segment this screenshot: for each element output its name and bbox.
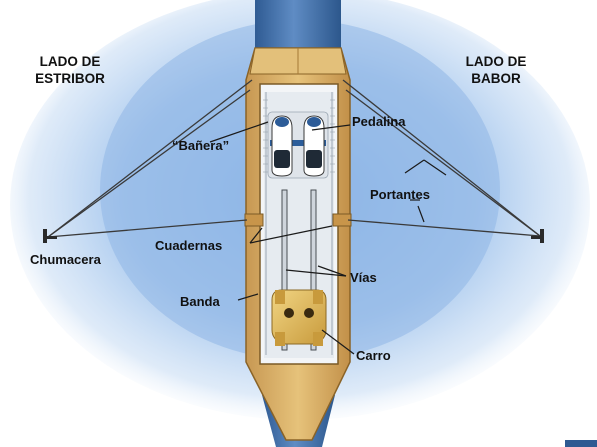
port-side-label-line1: LADO DE <box>466 54 527 69</box>
tracks-label: Vías <box>350 270 377 285</box>
riggers-label: Portantes <box>370 187 430 202</box>
cockpit-rails <box>265 92 333 355</box>
cockpit-scale-ticks <box>263 99 335 173</box>
starboard-side-label-line2: ESTRIBOR <box>35 71 105 86</box>
frames <box>244 213 352 227</box>
port-side-label-line2: BABOR <box>471 71 521 86</box>
riggers <box>47 79 541 238</box>
footrest-label: Pedalina <box>352 114 406 129</box>
left-shoe <box>271 115 293 177</box>
frames-label: Cuadernas <box>155 238 222 253</box>
seat-label: Carro <box>356 348 391 363</box>
bottom-bar <box>565 440 597 447</box>
leader-lines <box>209 121 447 355</box>
starboard-side-label-line1: LADO DE <box>40 54 101 69</box>
bathtub-label: “Bañera” <box>172 138 229 153</box>
oarlock-left <box>43 229 57 243</box>
oarlock-right <box>531 229 544 243</box>
footrest <box>267 111 329 179</box>
right-shoe <box>303 115 325 177</box>
gunwale-label: Banda <box>180 294 221 309</box>
seat <box>271 289 327 346</box>
oarlock-label: Chumacera <box>30 252 102 267</box>
